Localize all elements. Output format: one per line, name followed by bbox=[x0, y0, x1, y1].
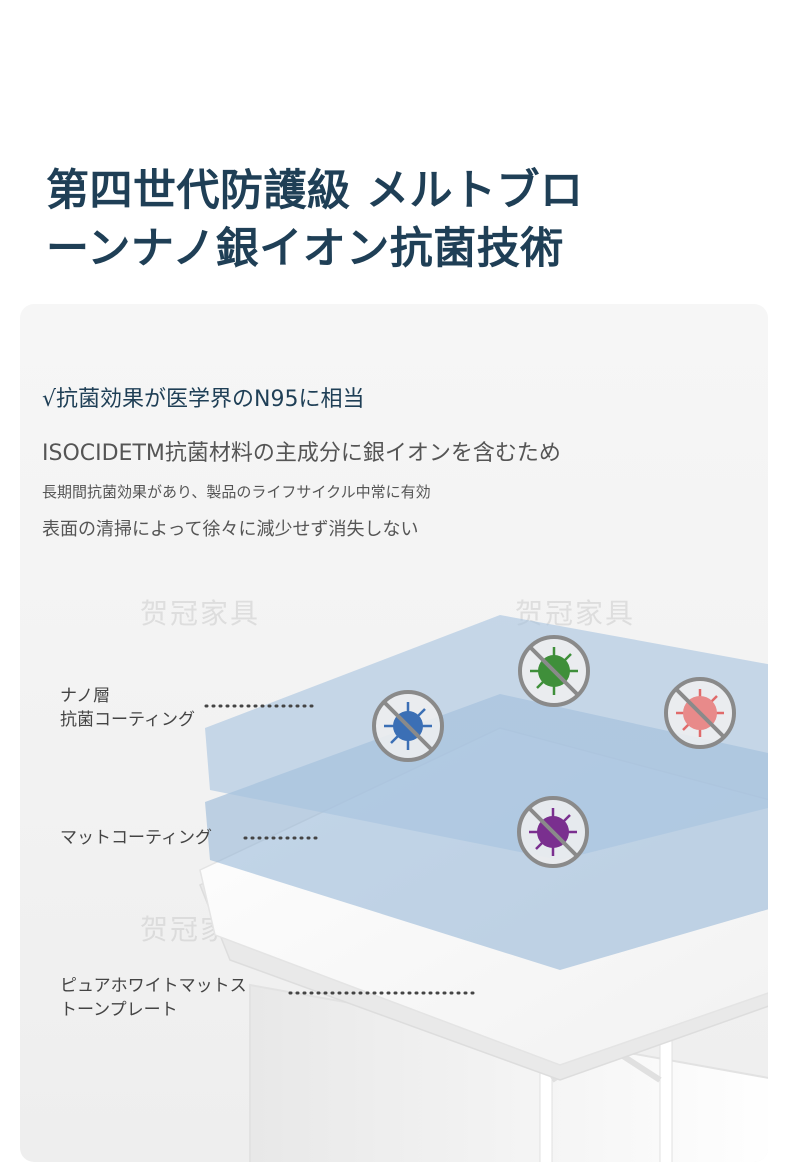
stone-plate-label-line-1: ピュアホワイトマットス bbox=[60, 976, 247, 996]
stone-plate-label-line-2: トーンプレート bbox=[60, 1000, 178, 1020]
nano-layer-label-line-2: 抗菌コーティング bbox=[60, 710, 195, 730]
feature-line-3: 表面の清掃によって徐々に減少せず消失しない bbox=[42, 519, 419, 540]
stone-plate-label: ピュアホワイトマットス トーンプレート bbox=[60, 974, 247, 1022]
matte-coating-label: マットコーティング bbox=[60, 826, 212, 850]
virus-blocked-icon-pink bbox=[664, 677, 736, 749]
matte-coating-label-text: マットコーティング bbox=[60, 828, 212, 848]
feature-line-1: ISOCIDETM抗菌材料の主成分に銀イオンを含むため bbox=[42, 441, 561, 466]
headline-line-1: 第四世代防護級 メルトブロ bbox=[46, 166, 584, 216]
virus-blocked-icon-blue bbox=[372, 690, 444, 762]
feature-line-2: 長期間抗菌効果があり、製品のライフサイクル中常に有効 bbox=[42, 483, 431, 501]
virus-blocked-icon-purple bbox=[517, 796, 589, 868]
headline-line-2: ーンナノ銀イオン抗菌技術 bbox=[46, 224, 564, 274]
nano-antibacterial-layer bbox=[205, 615, 768, 860]
nano-layer-label-line-1: ナノ層 bbox=[60, 686, 111, 706]
watermark-top-left: 贺冠家具 bbox=[140, 597, 261, 630]
headline: 第四世代防護級 メルトブロ ーンナノ銀イオン抗菌技術 bbox=[46, 162, 583, 278]
virus-blocked-icon-green bbox=[518, 635, 590, 707]
nano-layer-label: ナノ層 抗菌コーティング bbox=[60, 684, 195, 732]
feature-subhead: √抗菌効果が医学界のN95に相当 bbox=[42, 387, 365, 412]
